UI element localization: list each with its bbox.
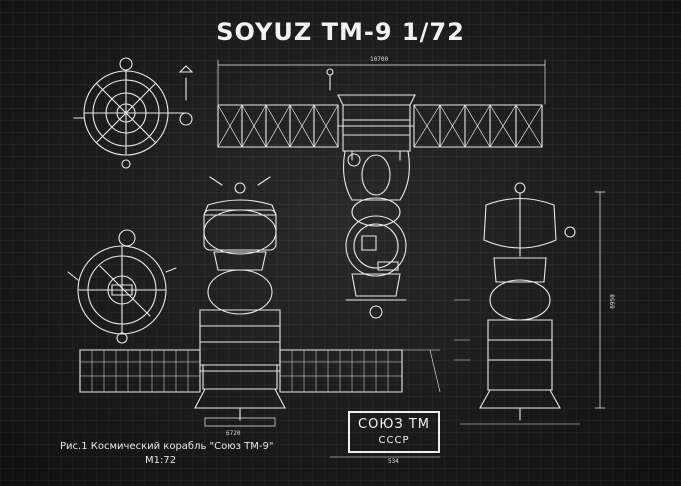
scale-caption: М1:72: [145, 455, 177, 466]
blueprint-title: SOYUZ TM-9 1/72: [216, 18, 465, 46]
plate-line-1: СОЮЗ ТМ: [358, 417, 430, 432]
capsule-front-view: [338, 95, 415, 318]
dimension-span: 10700: [370, 56, 389, 63]
dimension-base: 534: [388, 458, 399, 465]
spacecraft-side-view-right: [454, 183, 605, 420]
spacecraft-side-view-left: [195, 177, 285, 426]
figure-caption: Рис.1 Космический корабль "Союз ТМ-9": [60, 441, 274, 452]
name-plate: СОЮЗ ТМ СССР: [348, 411, 440, 453]
capsule-base-dims: [330, 350, 580, 457]
dimension-height: 6950: [609, 294, 617, 309]
solar-array-top-view: [218, 60, 545, 147]
plate-line-2: СССР: [378, 435, 410, 446]
solar-array-bottom-left: [80, 350, 402, 392]
dimension-width: 6720: [226, 430, 241, 437]
front-view-top: [74, 58, 192, 168]
front-view-lower: [68, 230, 176, 343]
